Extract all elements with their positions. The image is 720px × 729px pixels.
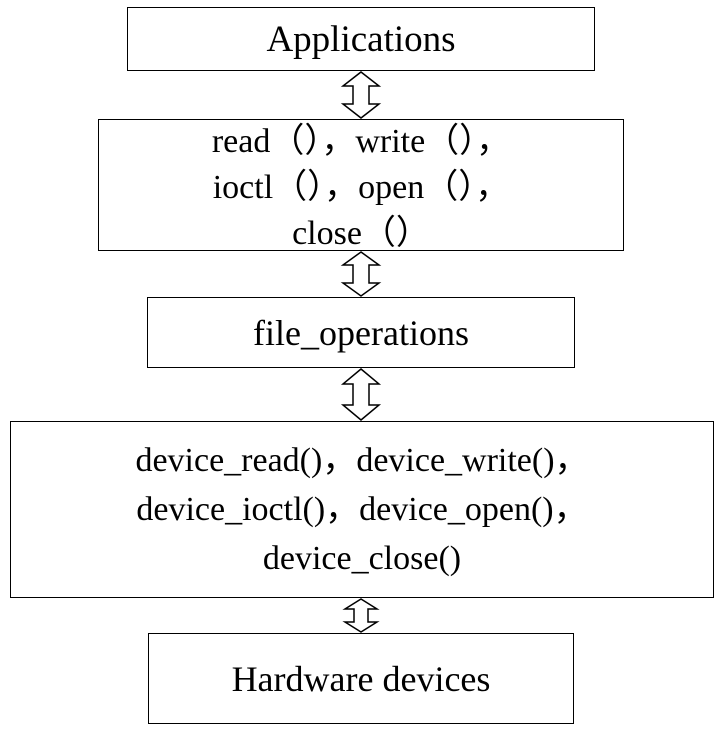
double-arrow-fileops-device [340, 368, 382, 421]
system-calls-line-3: close（） [292, 215, 430, 252]
system-calls-box: read（），write（）， ioctl（），open（）， close（） [98, 119, 624, 252]
device-functions-line-3: device_close() [262, 540, 462, 577]
file-operations-label: file_operations [253, 312, 469, 353]
double-arrow-applications-syscalls [340, 71, 382, 119]
device-functions-line-1: device_read()，device_write()， [135, 442, 589, 479]
file-operations-box: file_operations [147, 297, 575, 368]
double-arrow-device-hardware [342, 598, 380, 633]
hardware-devices-box: Hardware devices [148, 633, 574, 724]
device-functions-line-2: device_ioctl()，device_open()， [136, 491, 588, 528]
hardware-devices-label: Hardware devices [231, 658, 491, 699]
applications-box: Applications [127, 7, 595, 71]
device-functions-box: device_read()，device_write()， device_ioc… [10, 421, 714, 598]
applications-label: Applications [266, 18, 456, 60]
system-calls-line-2: ioctl（），open（）， [212, 169, 510, 206]
system-calls-line-1: read（），write（）， [211, 123, 511, 160]
double-arrow-syscalls-fileops [340, 251, 382, 297]
